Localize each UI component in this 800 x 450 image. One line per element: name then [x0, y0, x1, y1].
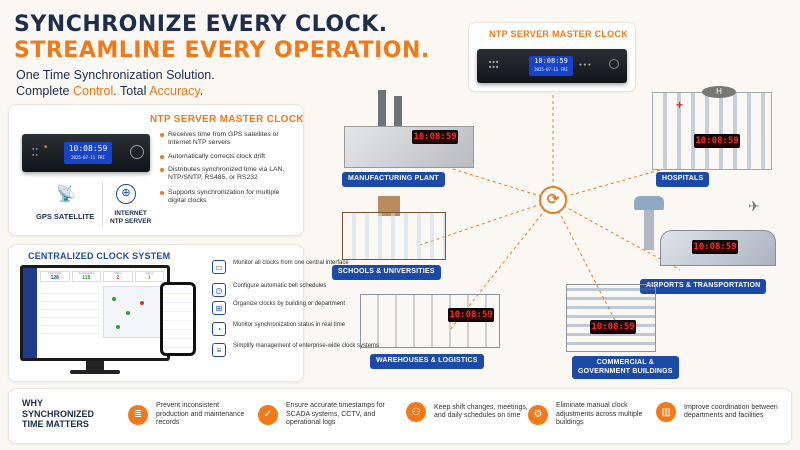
top-server-title: NTP SERVER MASTER CLOCK — [489, 29, 629, 39]
why-item-2: ✓Ensure accurate timestamps for SCADA sy… — [258, 402, 396, 428]
top-server-card: NTP SERVER MASTER CLOCK ■ ■ ■■ ■ ■ 10:08… — [468, 22, 636, 92]
list-icon: ≡ — [212, 343, 226, 357]
top-server-time: 10:08:59 — [534, 57, 568, 65]
ntp-bullet-3: Distributes synchronized time via LAN, N… — [160, 166, 298, 182]
ccs-feature-2: ◷Configure automatic bell schedules — [212, 283, 326, 297]
hospital-building: H + 10:08:59 — [648, 86, 778, 172]
ntp-bullet-4: Supports synchronization for multiple di… — [160, 189, 298, 205]
ntp-device-time: 10:08:59 — [68, 144, 108, 153]
satellite-dish-icon: 📡 — [56, 186, 76, 203]
monitor-stand — [86, 361, 104, 371]
ntp-device: ● ●● ● ■ 10:08:59 2025-07-11 FRI — [22, 134, 150, 172]
monitor-icon: ▭ — [212, 260, 226, 274]
clock-list — [40, 286, 100, 338]
airport-clock: 10:08:59 — [692, 240, 738, 254]
why-item-5: ▥Improve coordination between department… — [656, 402, 796, 422]
tagline-2: Complete Control. Total Accuracy. — [16, 84, 204, 98]
tagline-1: One Time Synchronization Solution. — [16, 68, 215, 82]
headline-line1: SYNCHRONIZE EVERY CLOCK. — [14, 12, 388, 37]
warehouse-clock: 10:08:59 — [448, 308, 494, 322]
floor-plan-map — [102, 286, 164, 338]
dashboard-sidebar — [23, 268, 37, 358]
commercial-clock: 10:08:59 — [590, 320, 636, 334]
manufacturing-clock: 10:08:59 — [412, 130, 458, 144]
ccs-feature-5: ≡Simplify management of enterprise-wide … — [212, 343, 379, 357]
school-building — [340, 196, 450, 262]
ccs-feature-1: ▭Monitor all clocks from one central int… — [212, 260, 349, 274]
power-button-icon — [609, 59, 619, 69]
headline-line2: STREAMLINE EVERY OPERATION. — [14, 38, 430, 63]
label-commercial: COMMERCIAL &GOVERNMENT BUILDINGS — [572, 356, 679, 379]
helipad-icon: H — [702, 86, 736, 98]
shield-check-icon: ✓ — [258, 404, 278, 425]
phone — [160, 282, 196, 356]
ccs-feature-4: ◔Monitor synchronization status in real … — [212, 322, 345, 336]
divider — [102, 182, 103, 226]
why-item-3: ⚇Keep shift changes, meetings, and daily… — [406, 402, 534, 422]
org-chart-icon: ⊞ — [212, 301, 226, 315]
gauge-icon: ◔ — [212, 322, 226, 336]
manufacturing-building: 10:08:59 — [340, 90, 480, 170]
label-schools: SCHOOLS & UNIVERSITIES — [332, 265, 441, 280]
airport-building: 10:08:59 ✈ — [620, 196, 780, 274]
gear-icon: ⚙ — [528, 404, 548, 425]
ccs-feature-3: ⊞Organize clocks by building or departme… — [212, 301, 345, 315]
label-warehouses: WAREHOUSES & LOGISTICS — [370, 354, 484, 369]
label-airports: AIRPORTS & TRANSPORTATION — [640, 279, 767, 294]
warehouse-building: 10:08:59 — [356, 288, 506, 352]
team-icon: ⚇ — [406, 402, 426, 422]
label-hospitals: HOSPITALS — [656, 172, 710, 187]
ntp-bullet-2: Automatically corrects clock drift — [160, 153, 298, 161]
database-icon: ≣ — [128, 404, 148, 425]
ntp-power-icon — [130, 145, 144, 159]
ccs-title: CENTRALIZED CLOCK SYSTEM — [28, 251, 171, 261]
red-cross-icon: + — [676, 98, 684, 112]
airplane-icon: ✈ — [748, 198, 760, 214]
monitor-base — [70, 370, 120, 374]
sync-clock-icon: ⟳ — [539, 186, 567, 214]
alarm-clock-icon: ◷ — [212, 283, 226, 297]
buildings-icon: ▥ — [656, 402, 676, 422]
why-item-1: ≣Prevent inconsistent production and mai… — [128, 402, 246, 428]
label-manufacturing: MANUFACTURING PLANT — [342, 172, 445, 187]
commercial-building: 10:08:59 — [560, 284, 660, 354]
top-server-device: ■ ■ ■■ ■ ■ 10:08:59 2025-07-11 FRI ● ● ● — [477, 49, 627, 83]
gps-label: GPS SATELLITE — [36, 212, 95, 221]
hospital-clock: 10:08:59 — [694, 134, 740, 148]
ntp-bullet-1: Receives time from GPS satellites or Int… — [160, 131, 298, 147]
why-item-4: ⚙Eliminate manual clock adjustments acro… — [528, 402, 656, 428]
globe-icon: ⊕ — [116, 184, 136, 204]
ntp-panel-title: NTP SERVER MASTER CLOCK — [150, 114, 304, 125]
